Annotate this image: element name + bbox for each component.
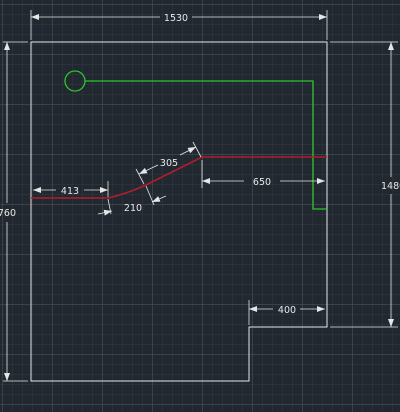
green-circle-node: [64, 70, 86, 92]
dimension-red-first-segment: 413: [33, 181, 109, 197]
green-pipe: [64, 70, 327, 210]
dimension-right-height: 1480: [330, 41, 400, 328]
dimension-red-first-segment-label: 413: [61, 186, 79, 197]
dimension-red-angled-segment-label: 305: [160, 158, 178, 169]
dimension-right-height-label: 1480: [381, 181, 400, 192]
dimension-red-angled-segment: 305: [135, 141, 202, 185]
dimension-top-width: 1530: [30, 10, 328, 40]
dimension-left-height-label: 1760: [0, 208, 16, 219]
dimension-red-last-segment-label: 650: [253, 177, 271, 188]
dimension-red-bend: 210: [97, 185, 167, 216]
green-line: [85, 80, 327, 210]
room-outline: [30, 41, 328, 382]
dimension-left-height: 1760: [0, 41, 28, 382]
dimension-notch-width: 400: [248, 300, 325, 325]
dimension-red-bend-label: 210: [124, 203, 142, 214]
red-pipe: [31, 156, 327, 199]
dimension-top-width-label: 1530: [164, 13, 188, 24]
dimension-notch-width-label: 400: [278, 305, 296, 316]
dimension-red-last-segment: 650: [201, 160, 325, 188]
